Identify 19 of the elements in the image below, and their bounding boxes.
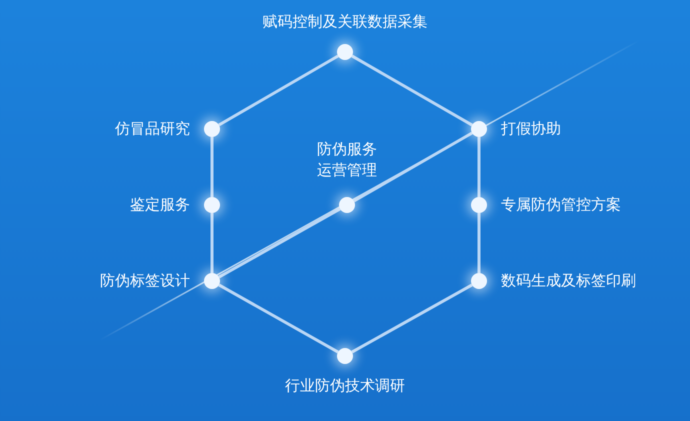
node-label: 赋码控制及关联数据采集: [262, 12, 428, 32]
node-label: 专属防伪管控方案: [501, 196, 621, 216]
connector-line: [478, 137, 480, 197]
node-label: 仿冒品研究: [115, 120, 190, 140]
connector-line: [351, 284, 473, 354]
node-label: 防伪服务运营管理: [316, 140, 378, 181]
connector-line: [218, 208, 341, 278]
connector-line: [210, 137, 214, 197]
connector-line: [218, 284, 339, 354]
node-label: 打假协助: [501, 120, 561, 140]
connector-line: [353, 132, 473, 202]
node-label: 行业防伪技术调研: [285, 376, 405, 396]
node-label: 防伪标签设计: [100, 272, 190, 292]
node-label: 鉴定服务: [130, 196, 190, 216]
connector-line: [218, 54, 339, 126]
connector-line: [351, 54, 473, 126]
connector-line: [210, 213, 214, 273]
node-label: 数码生成及标签印刷: [501, 272, 636, 292]
connector-line: [478, 213, 480, 273]
